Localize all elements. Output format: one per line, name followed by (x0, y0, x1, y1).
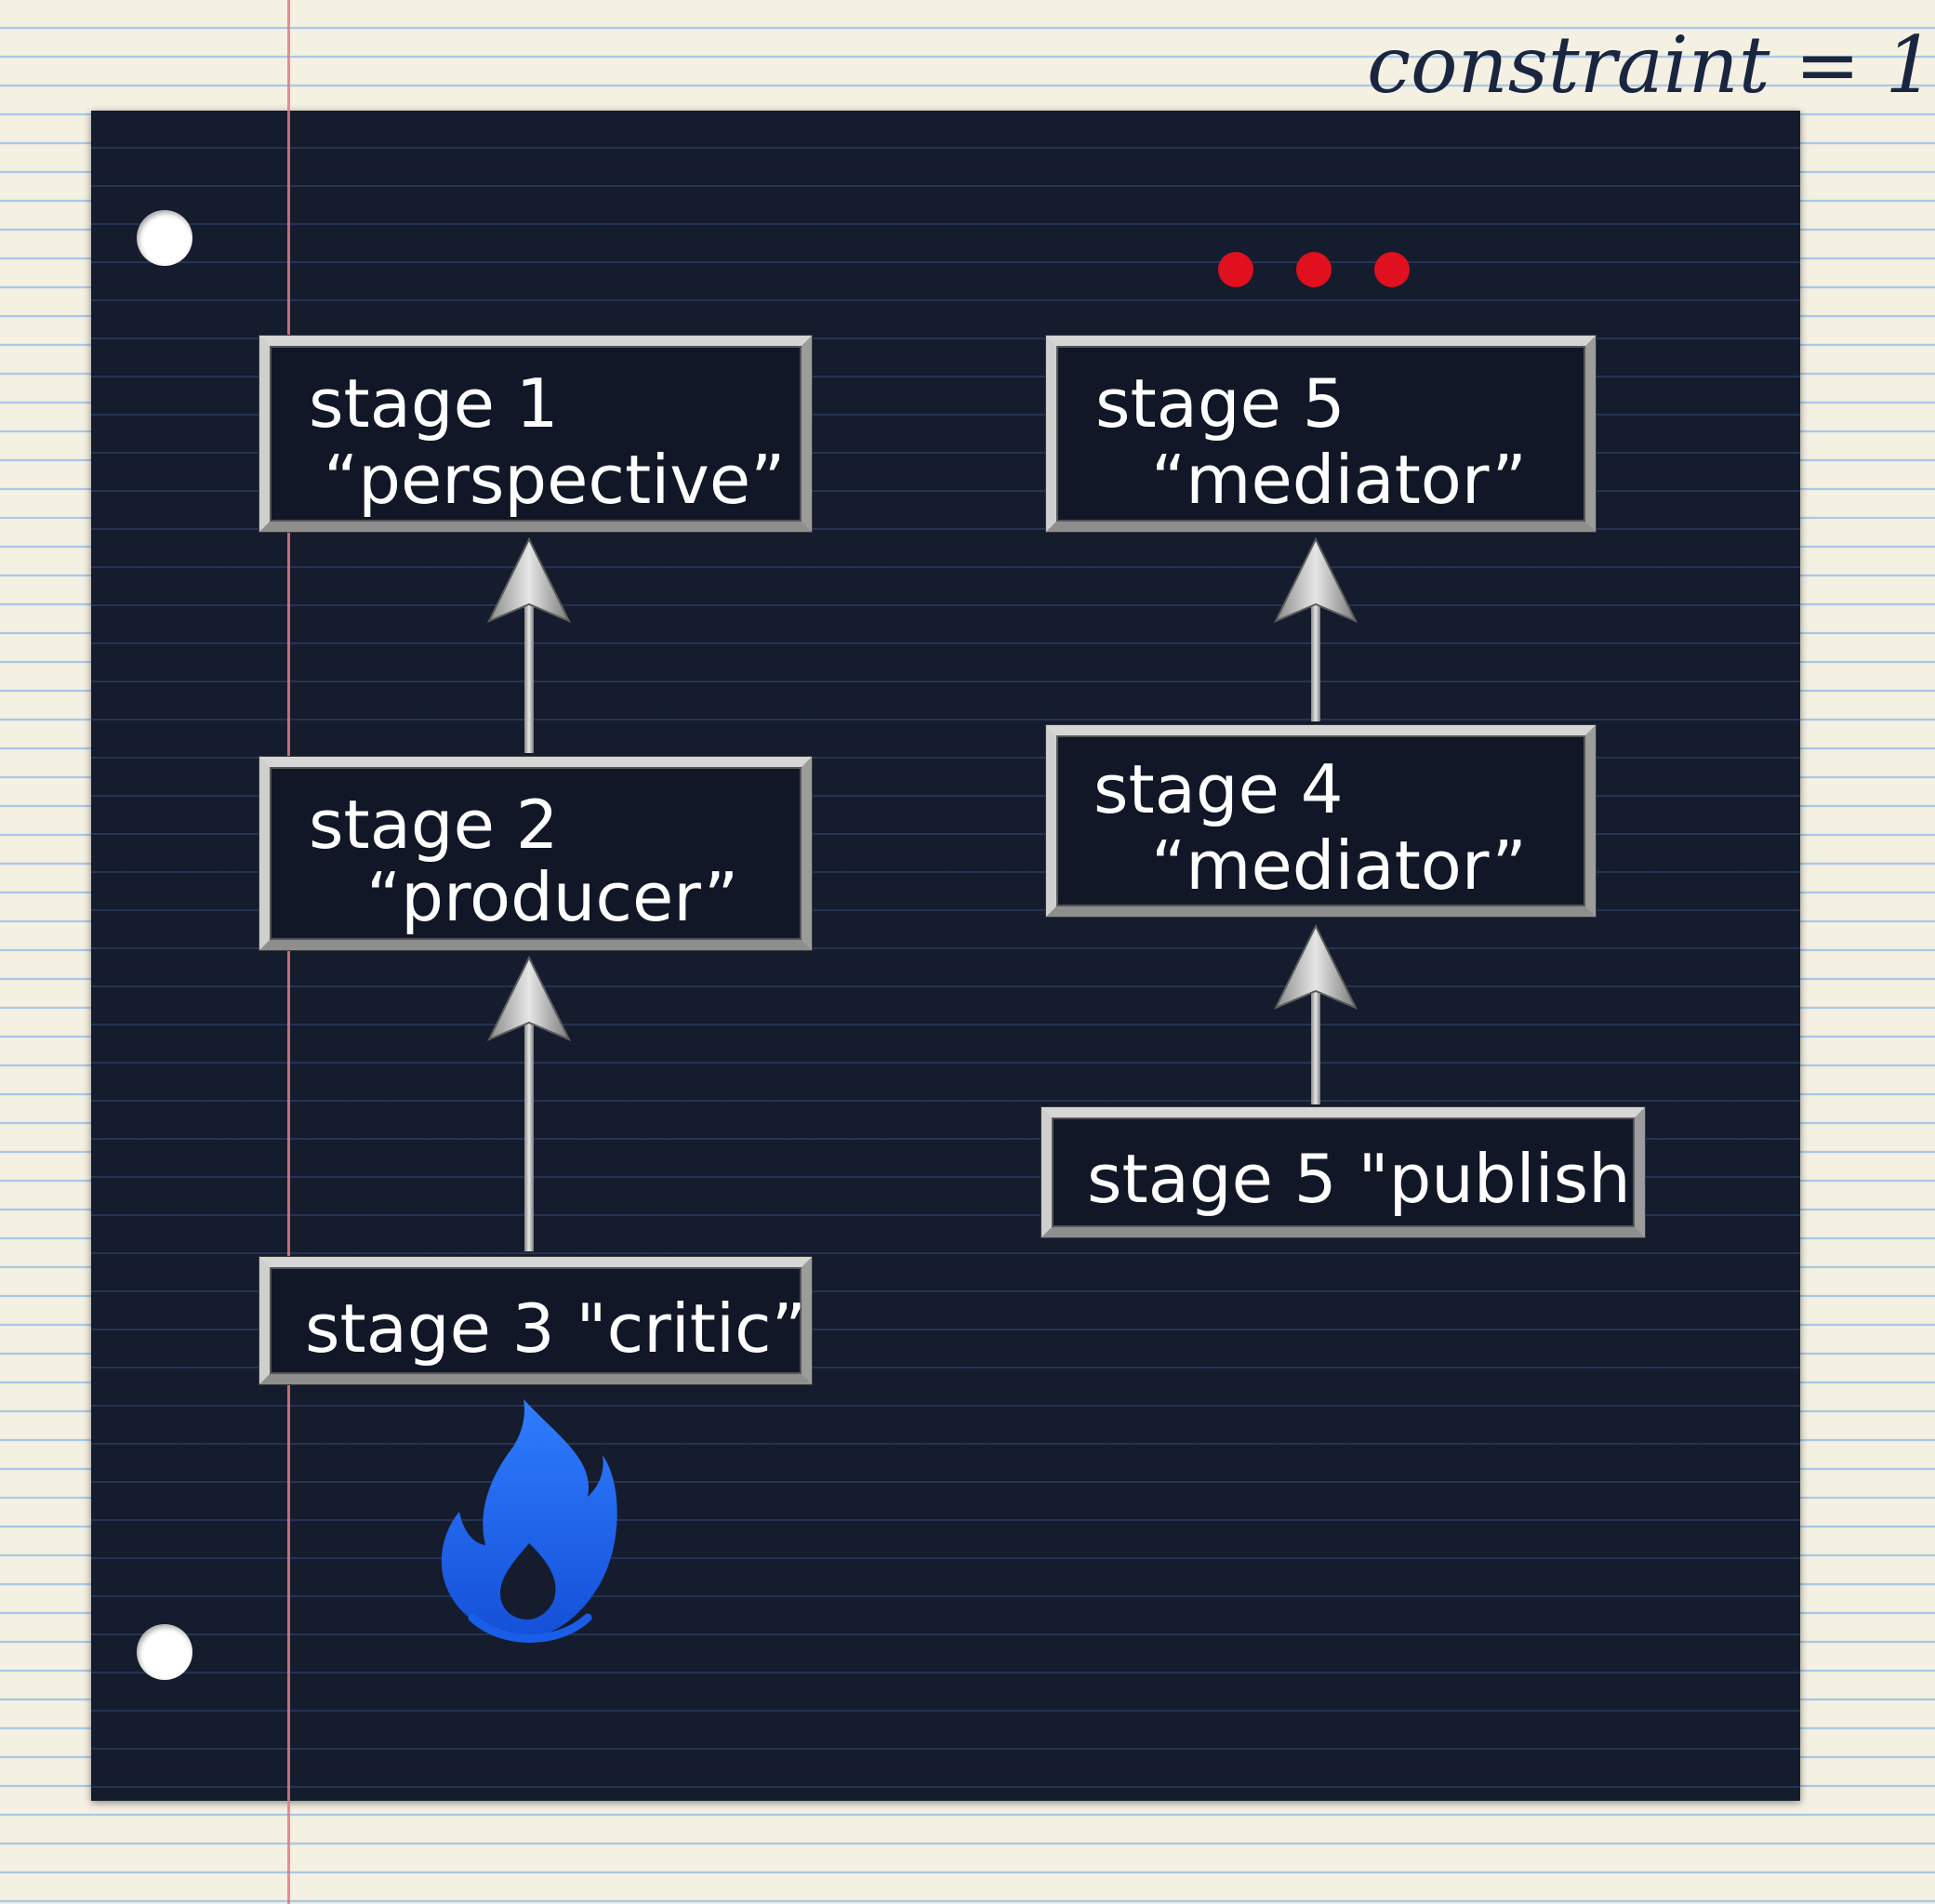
stage-3-title: stage 3 "critic” (305, 1289, 806, 1368)
stage-5-publish-box: stage 5 "publish (1041, 1107, 1645, 1237)
ellipsis-dot-3 (1374, 252, 1410, 287)
stage-1-role: “perspective” (324, 441, 786, 519)
stage-1-box: stage 1 “perspective” (259, 336, 812, 532)
stage-4-role: “mediator” (1151, 826, 1527, 905)
stage-1-title: stage 1 (309, 364, 559, 443)
stage-5-mediator-title: stage 5 (1095, 364, 1345, 443)
stage-2-role: “producer” (366, 858, 739, 936)
stage-5-publish-title: stage 5 "publish (1087, 1140, 1631, 1218)
stage-4-title: stage 4 (1093, 750, 1344, 828)
margin-line (287, 0, 290, 1904)
stage-2-box: stage 2 “producer” (259, 757, 812, 950)
stage-5-mediator-role: “mediator” (1151, 441, 1527, 519)
ellipsis-dot-2 (1296, 252, 1332, 287)
binder-hole-bottom (137, 1624, 192, 1680)
arrow-stage2-to-stage1 (486, 536, 572, 753)
arrow-publish-to-stage4 (1273, 923, 1358, 1104)
binder-hole-top (137, 210, 192, 266)
stage-3-box: stage 3 "critic” (259, 1257, 812, 1384)
ellipsis-dot-1 (1218, 252, 1253, 287)
flame-icon (441, 1399, 617, 1643)
stage-4-box: stage 4 “mediator” (1046, 725, 1596, 917)
arrow-stage4-to-stage5 (1273, 536, 1358, 721)
arrow-stage3-to-stage2 (486, 955, 572, 1251)
stage-5-mediator-box: stage 5 “mediator” (1046, 336, 1596, 532)
stage-2-title: stage 2 (309, 786, 559, 864)
